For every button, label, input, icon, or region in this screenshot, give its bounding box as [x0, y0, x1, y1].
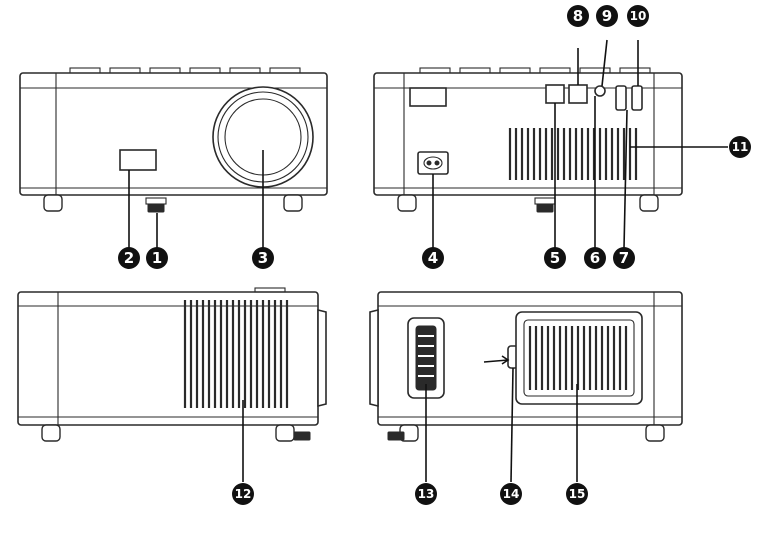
- port-panel: [545, 84, 643, 111]
- callout-4: 4: [422, 247, 444, 269]
- left-lens-edge: [317, 308, 327, 408]
- usb-port-b: [568, 84, 588, 104]
- right-side-view: [369, 291, 683, 442]
- callout-1: 1: [146, 247, 168, 269]
- svg-text:14: 14: [503, 487, 520, 501]
- front-foot-right: [283, 194, 303, 212]
- svg-text:7: 7: [619, 249, 629, 267]
- callout-13: 13: [415, 483, 437, 505]
- left-side-body: [17, 291, 319, 426]
- callout-10: 10: [627, 5, 649, 27]
- callout-11: 11: [729, 136, 751, 158]
- callout-3: 3: [252, 247, 274, 269]
- svg-text:2: 2: [124, 249, 134, 267]
- adjustable-foot: [145, 197, 167, 213]
- svg-text:10: 10: [630, 9, 647, 23]
- callout-15: 15: [566, 483, 588, 505]
- callout-7: 7: [613, 247, 635, 269]
- callout-14: 14: [500, 483, 522, 505]
- callout-5: 5: [544, 247, 566, 269]
- svg-text:4: 4: [428, 249, 438, 267]
- front-view: [19, 67, 328, 213]
- side-vent-grill: [183, 300, 289, 408]
- rear-vent-grill: [508, 128, 638, 180]
- svg-text:6: 6: [590, 249, 600, 267]
- av-port: [594, 85, 606, 97]
- power-socket: [417, 151, 449, 175]
- callout-8: 8: [567, 5, 589, 27]
- svg-text:12: 12: [235, 487, 252, 501]
- svg-text:3: 3: [258, 249, 268, 267]
- front-ir-window: [119, 149, 157, 171]
- rear-view: [373, 67, 683, 213]
- callout-2: 2: [118, 247, 140, 269]
- leader-lines: [128, 39, 728, 483]
- callout-6: 6: [584, 247, 606, 269]
- usb-port-a: [545, 84, 565, 104]
- callout-12: 12: [232, 483, 254, 505]
- front-foot-left: [43, 194, 63, 212]
- right-lens-edge: [369, 308, 379, 408]
- svg-text:5: 5: [550, 249, 560, 267]
- svg-text:8: 8: [573, 7, 583, 25]
- svg-text:9: 9: [602, 7, 612, 25]
- svg-text:1: 1: [152, 249, 162, 267]
- left-side-view: [17, 287, 327, 442]
- focus-wheel: [407, 317, 445, 399]
- rear-ir-window: [409, 87, 447, 107]
- callout-9: 9: [596, 5, 618, 27]
- svg-text:15: 15: [569, 487, 586, 501]
- hdmi-port-b: [631, 85, 643, 111]
- lamp-cover-vent: [515, 311, 643, 405]
- hdmi-port-a: [615, 85, 627, 111]
- svg-text:13: 13: [418, 487, 435, 501]
- svg-text:11: 11: [732, 140, 749, 154]
